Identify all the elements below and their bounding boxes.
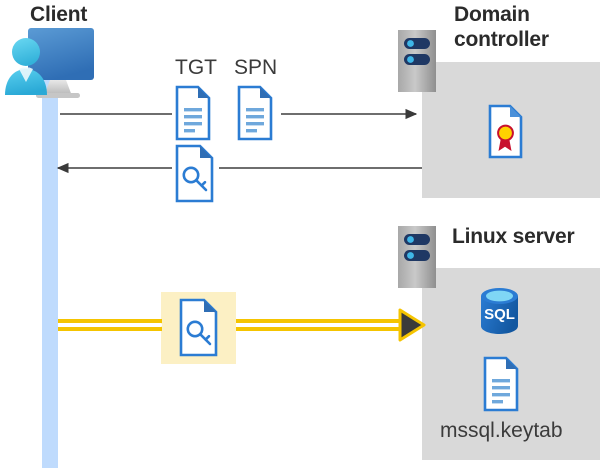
sql-database-icon: SQL (481, 288, 518, 334)
domain-controller-server-rack-icon (398, 30, 436, 92)
spn-document-icon (237, 85, 273, 141)
keytab-key-document-icon (179, 298, 218, 357)
spn-label: SPN (234, 56, 278, 79)
linux-server-rack-icon (398, 226, 436, 288)
keytab-document-icon (483, 356, 519, 412)
linux-server-title: Linux server (452, 225, 575, 248)
keytab-filename-label: mssql.keytab (440, 419, 563, 442)
certificate-icon (488, 104, 523, 159)
client-lifeline (42, 62, 58, 468)
tgt-document-icon (175, 85, 211, 141)
sql-database-label: SQL (484, 306, 515, 323)
client-workstation-icon (5, 28, 94, 98)
ticket-key-document-icon (175, 144, 214, 203)
arrow-client-to-linux-server (58, 308, 426, 342)
domain-controller-title: Domain controller (454, 3, 549, 51)
client-title: Client (30, 3, 88, 26)
tgt-label: TGT (175, 56, 217, 79)
